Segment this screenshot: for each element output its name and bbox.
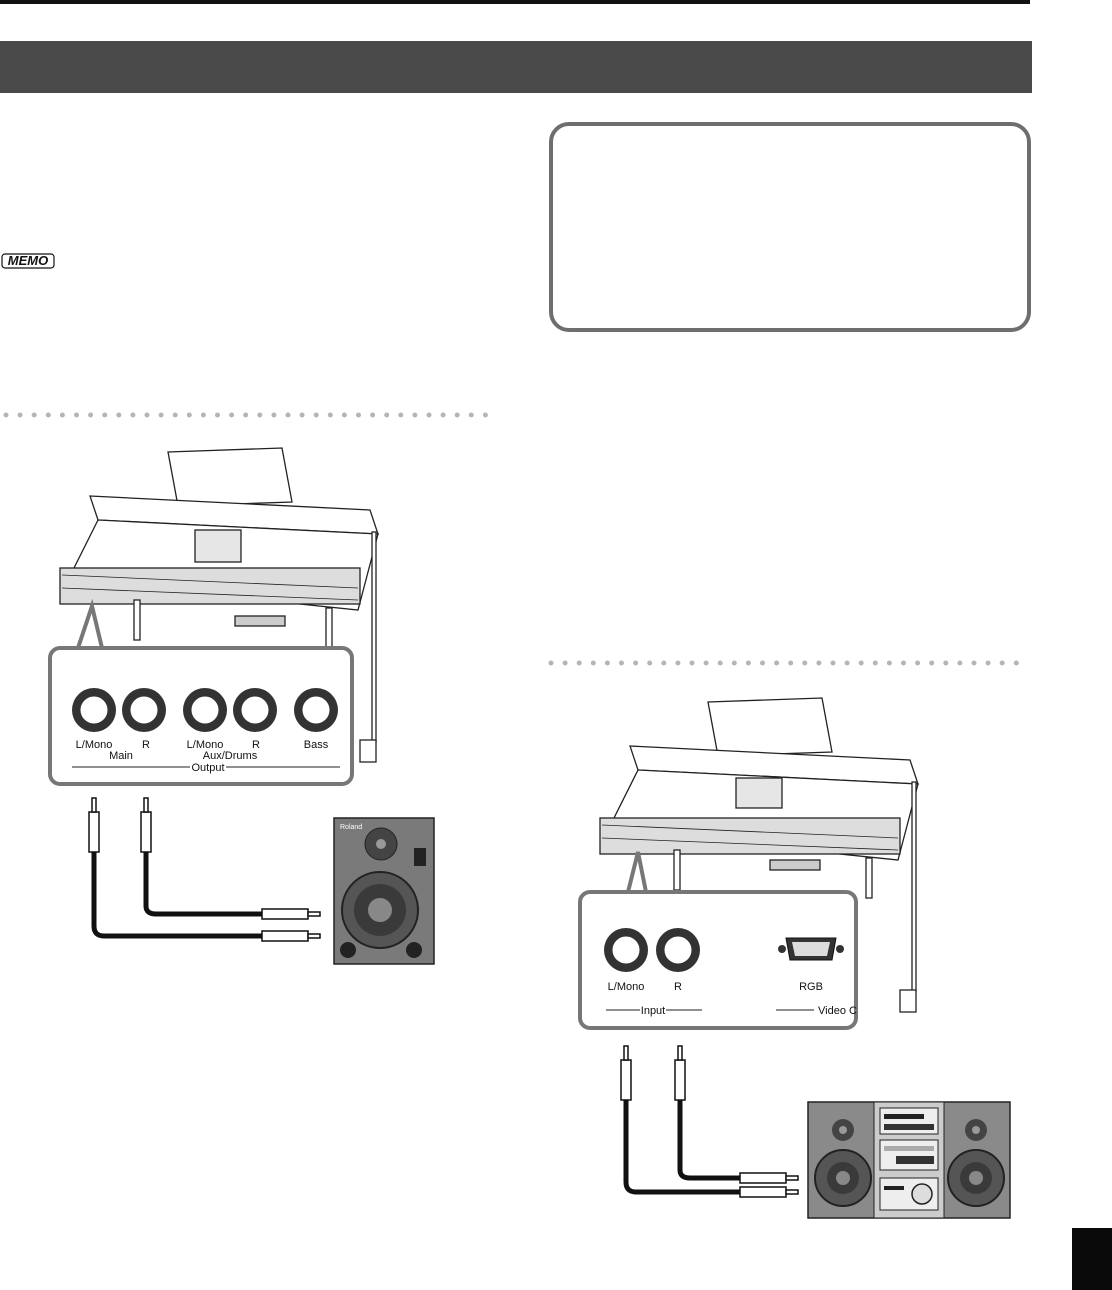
jack-main-r (122, 688, 166, 732)
organ-keys-2 (601, 824, 899, 851)
label-aux-drums: Aux/Drums (203, 750, 258, 762)
plugs-top-2 (620, 1045, 686, 1101)
label-video: Video C (818, 1005, 857, 1017)
jack-panel-2 (578, 890, 858, 1030)
label-aux-r: R (252, 739, 260, 751)
note-box (549, 122, 1031, 332)
callout-pointer-1 (76, 598, 104, 649)
dotted-separator-right (548, 660, 1032, 666)
label-rgb: RGB (799, 981, 823, 993)
jack-main-l (72, 688, 116, 732)
label-aux-l: L/Mono (187, 739, 224, 751)
memo-icon-text: MEMO (8, 253, 48, 268)
cables-2 (623, 1100, 740, 1195)
input-jacks (604, 928, 700, 972)
speaker-brand: Roland (340, 824, 362, 831)
figure-organ-to-speaker: L/Mono R L/Mono R Bass Main Aux/Drums Ou… (48, 447, 435, 965)
memo-icon: MEMO (1, 253, 55, 269)
label-main-r: R (142, 739, 150, 751)
label-input-r: R (674, 981, 682, 993)
label-output: Output (191, 762, 224, 774)
callout-pointer-2 (626, 851, 648, 893)
jack-aux-l (183, 688, 227, 732)
plugs-right-1 (261, 908, 321, 942)
jack-input-r (656, 928, 700, 972)
jack-bass (294, 688, 338, 732)
organ-keys-1 (61, 574, 359, 601)
jack-aux-r (233, 688, 277, 732)
dotted-separator-left (3, 412, 489, 418)
label-main-l: L/Mono (76, 739, 113, 751)
top-rule (0, 0, 1030, 4)
stereo-system-illustration (807, 1101, 1011, 1219)
plugs-right-2 (739, 1172, 799, 1198)
speaker-illustration: Roland (333, 817, 435, 965)
section-header-bar (0, 41, 1032, 93)
plugs-top-1 (88, 797, 152, 853)
jack-input-l (604, 928, 648, 972)
chapter-thumb-tab (1072, 1228, 1112, 1290)
figure-audio-to-organ-input: L/Mono R RGB Input Video C (578, 697, 1011, 1219)
label-main: Main (109, 750, 133, 762)
rgb-connector (778, 937, 844, 961)
label-bass: Bass (304, 739, 329, 751)
label-input: Input (641, 1005, 665, 1017)
cables-1 (91, 852, 262, 939)
label-input-l: L/Mono (608, 981, 645, 993)
output-jacks (72, 688, 338, 732)
